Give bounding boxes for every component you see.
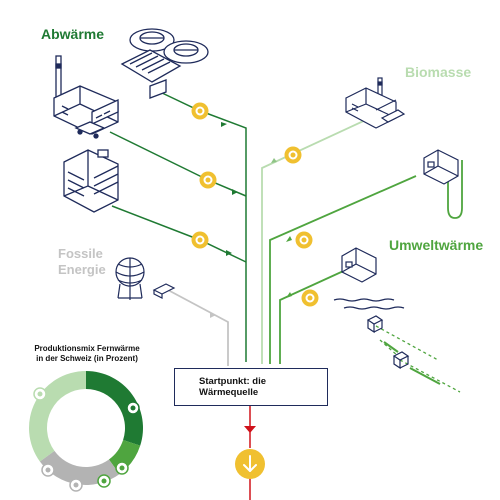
hotspot-abwaerme-2[interactable] [199,171,217,189]
abwaerme-line-2 [109,131,247,197]
donut-title-line1: Produktionsmix Fernwärme [34,344,140,353]
umweltwaerme-arrows [286,236,292,298]
donut-segment-abwaerme [86,371,143,446]
incineration-plant-icon [53,55,119,139]
hotspots [191,102,319,307]
donut-marker-fossile-1[interactable] [69,478,83,492]
hotspot-biomasse[interactable] [284,146,302,164]
donut-marker-biomasse[interactable] [33,387,47,401]
umweltwaerme-loop [447,160,463,219]
category-label-fossile-line2: Energie [58,262,106,277]
donut-marker-fossile-2[interactable] [41,463,55,477]
category-label-abwaerme: Abwärme [41,26,105,42]
donut-marker-umweltwaerme-1[interactable] [115,461,129,475]
donut-segment-biomasse [28,371,86,462]
abwaerme-line-1 [159,91,247,362]
category-label-fossile-line1: Fossile [58,246,103,261]
main-flow-line [244,406,256,500]
donut-title-line2: in der Schweiz (in Prozent) [36,354,138,363]
donut-chart-title: Produktionsmix Fernwärme in der Schweiz … [22,344,152,364]
fossile-flow-line [167,289,229,366]
start-point-box[interactable]: Startpunkt: die Wärmequelle [174,368,328,406]
lake-intake-station-icon [333,247,410,370]
hotspot-abwaerme-3[interactable] [191,231,209,249]
umweltwaerme-line-1 [269,175,417,364]
hotspot-umweltwaerme-1[interactable] [295,231,313,249]
fossile-arrow [210,312,216,318]
data-center-building-icon [63,149,119,213]
abwaerme-arrows [221,122,238,256]
water-treatment-plant-icon [120,28,209,99]
hotspot-umweltwaerme-2[interactable] [301,289,319,307]
category-label-fossile: Fossile Energie [58,246,138,278]
category-label-biomasse: Biomasse [405,64,472,80]
abwaerme-arrow-1 [221,122,227,127]
biomasse-flow-line [261,117,371,364]
donut-markers [33,387,140,492]
donut-marker-abwaerme[interactable] [126,401,140,415]
next-step-button[interactable] [235,449,265,479]
hotspot-abwaerme-1[interactable] [191,102,209,120]
water-intake-lines [375,325,461,393]
water-intake-solid [383,341,441,385]
arrow-down-icon [243,455,257,472]
gas-tank-icon [115,257,176,300]
donut-marker-umweltwaerme-2[interactable] [97,474,111,488]
umweltwaerme-flow-lines [269,160,463,364]
abwaerme-arrow-3 [226,250,232,256]
abwaerme-arrow-2 [232,189,238,195]
umweltwaerme-line-2 [279,267,351,364]
biomass-plant-icon [345,77,406,129]
heat-pump-station-icon [423,149,459,185]
category-label-umweltwaerme: Umweltwärme [389,237,484,253]
start-point-label: Startpunkt: die Wärmequelle [199,376,267,398]
biomasse-arrow [271,158,277,163]
